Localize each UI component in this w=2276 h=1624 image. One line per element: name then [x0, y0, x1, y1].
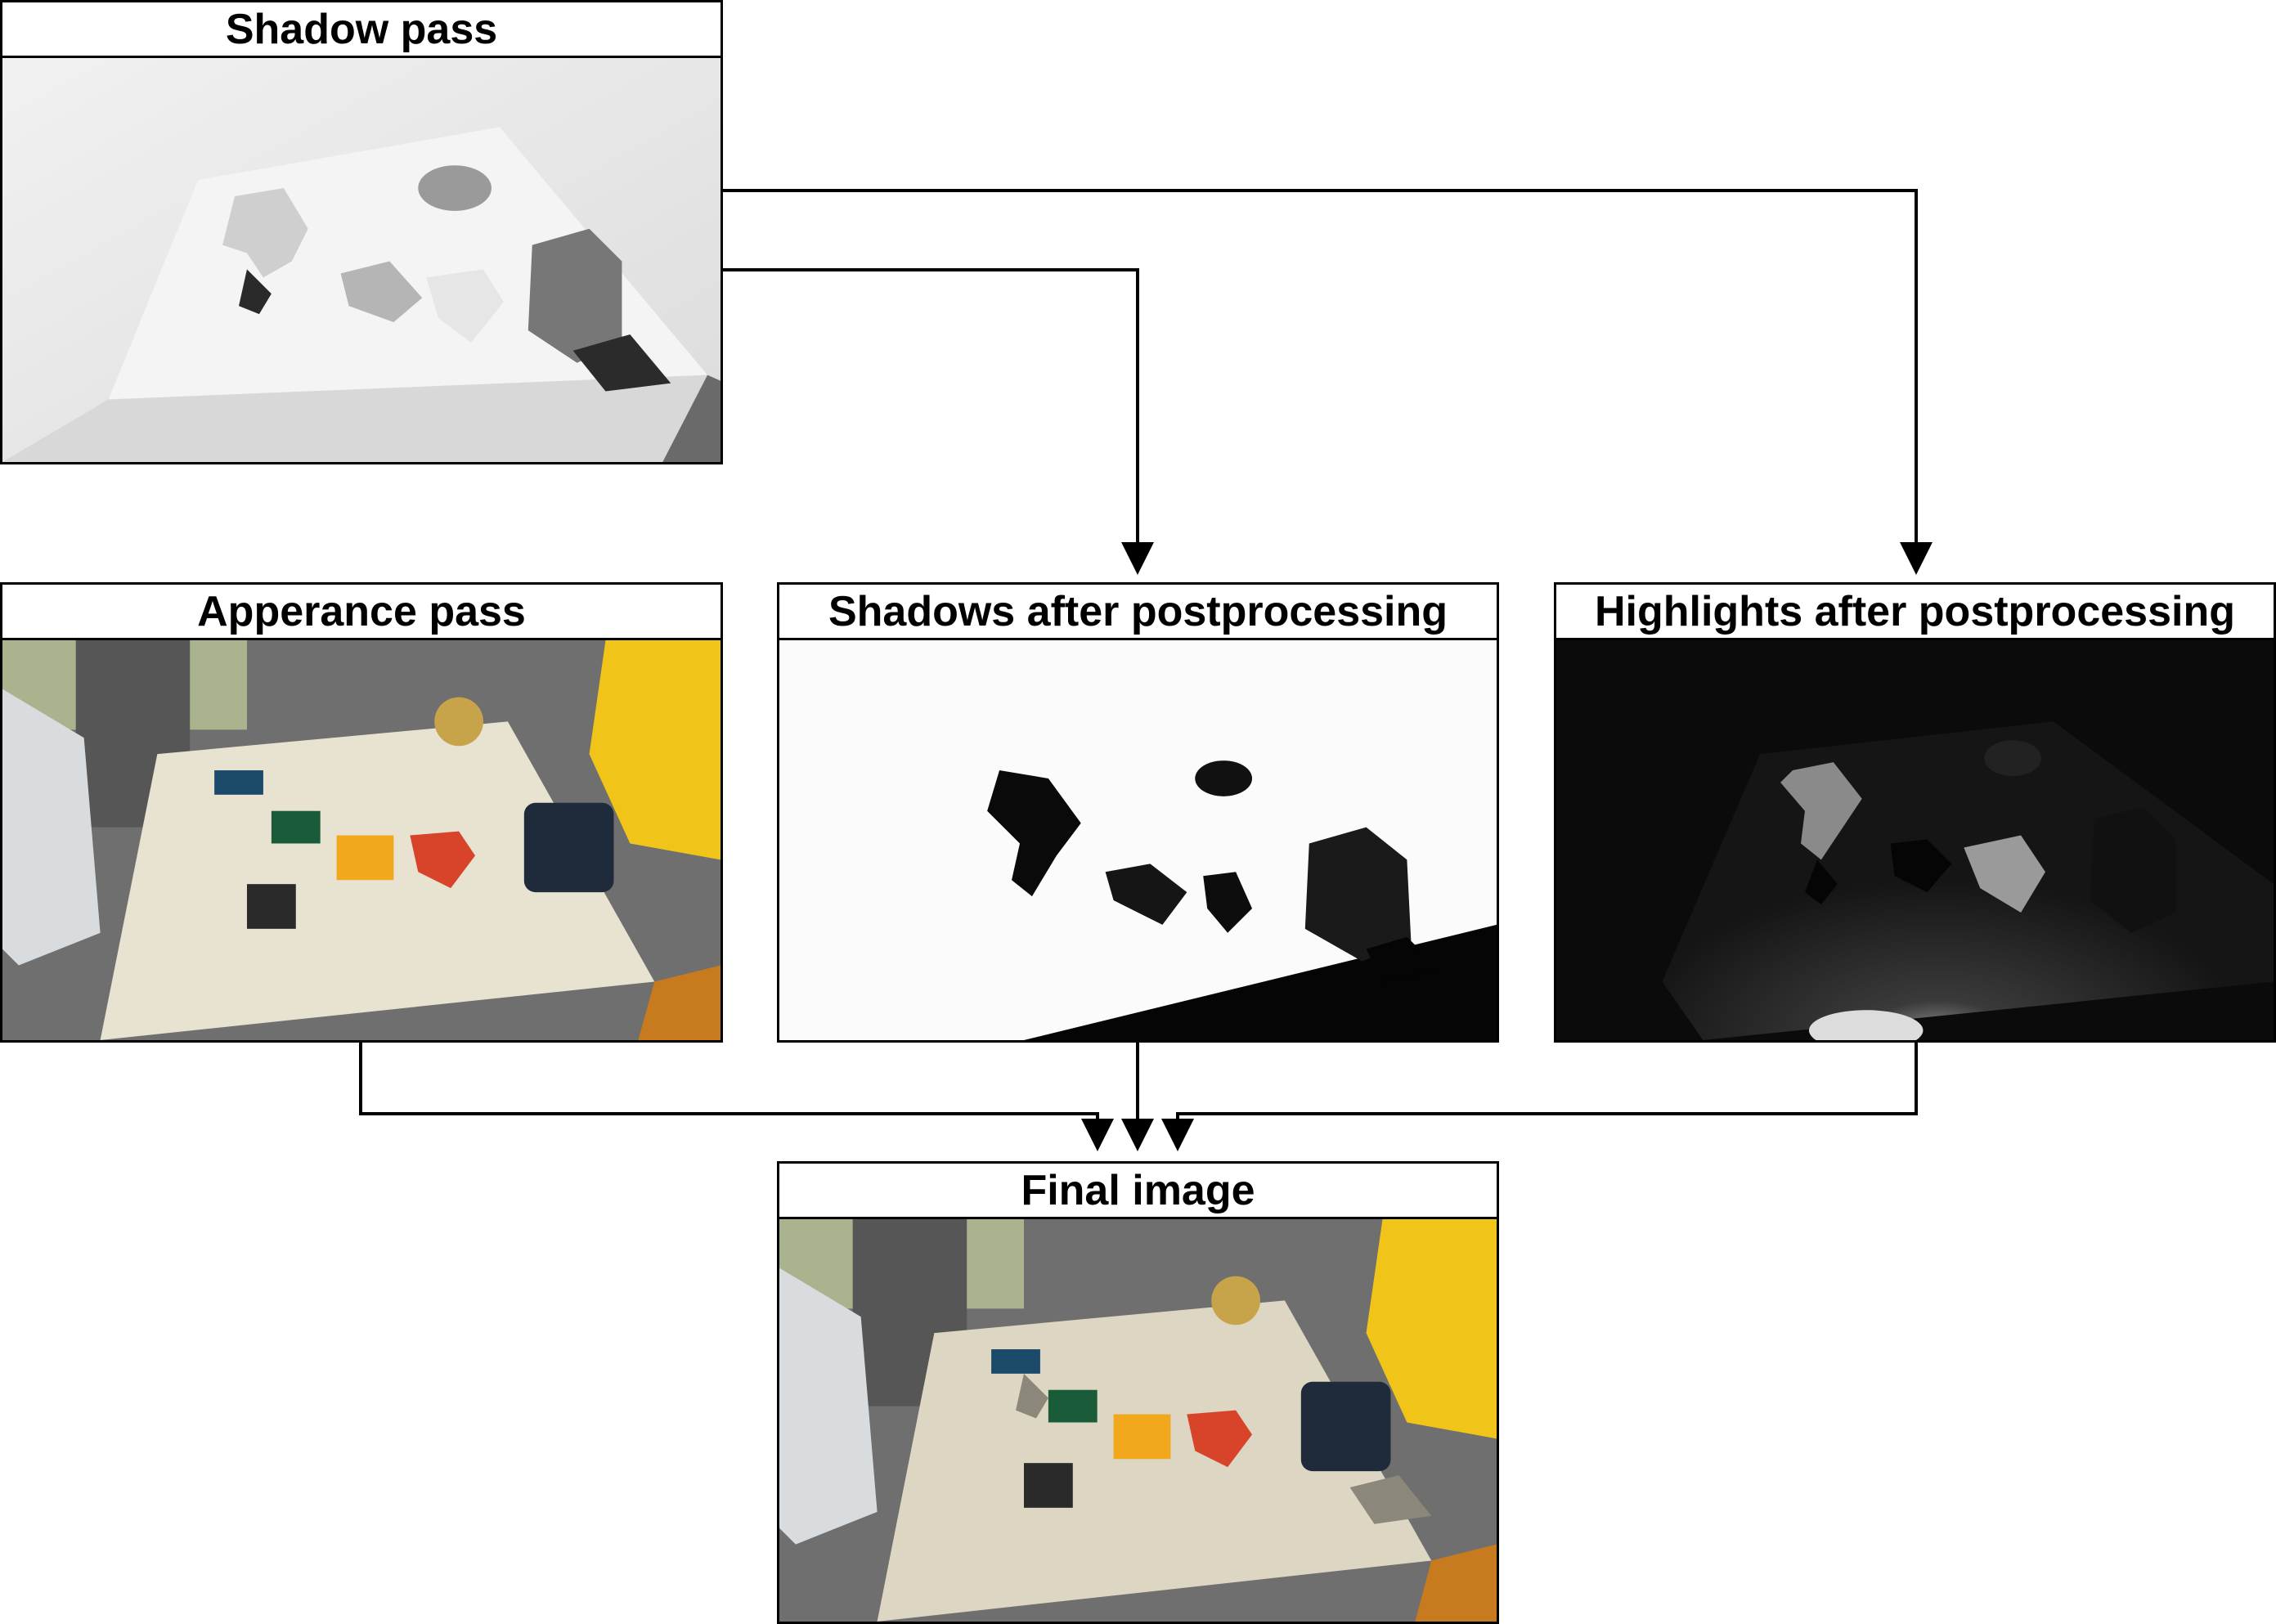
- arrow-shadow-to-shadows-post: [723, 268, 1154, 575]
- shadows-post-title: Shadows after postprocessing: [779, 585, 1497, 640]
- highlights-post-render: [1556, 640, 2274, 1040]
- appearance-pass-panel: Apperance pass: [0, 582, 723, 1043]
- appearance-pass-title: Apperance pass: [2, 585, 721, 640]
- arrow-shadow-to-highlights: [723, 189, 1933, 575]
- shadows-post-panel: Shadows after postprocessing: [777, 582, 1499, 1043]
- shadow-pass-render: [2, 58, 721, 462]
- arrow-highlights-to-final: [1161, 1043, 1918, 1151]
- shadow-pass-title: Shadow pass: [2, 2, 721, 58]
- final-image-title: Final image: [779, 1164, 1497, 1219]
- shadow-pass-panel: Shadow pass: [0, 0, 723, 464]
- final-image-panel: Final image: [777, 1161, 1499, 1624]
- final-image-photo: [779, 1219, 1497, 1622]
- highlights-post-panel: Highlights after postprocessing: [1554, 582, 2276, 1043]
- highlights-post-title: Highlights after postprocessing: [1556, 585, 2274, 640]
- arrow-appearance-to-final: [359, 1043, 1114, 1151]
- appearance-pass-photo: [2, 640, 721, 1040]
- shadows-post-render: [779, 640, 1497, 1040]
